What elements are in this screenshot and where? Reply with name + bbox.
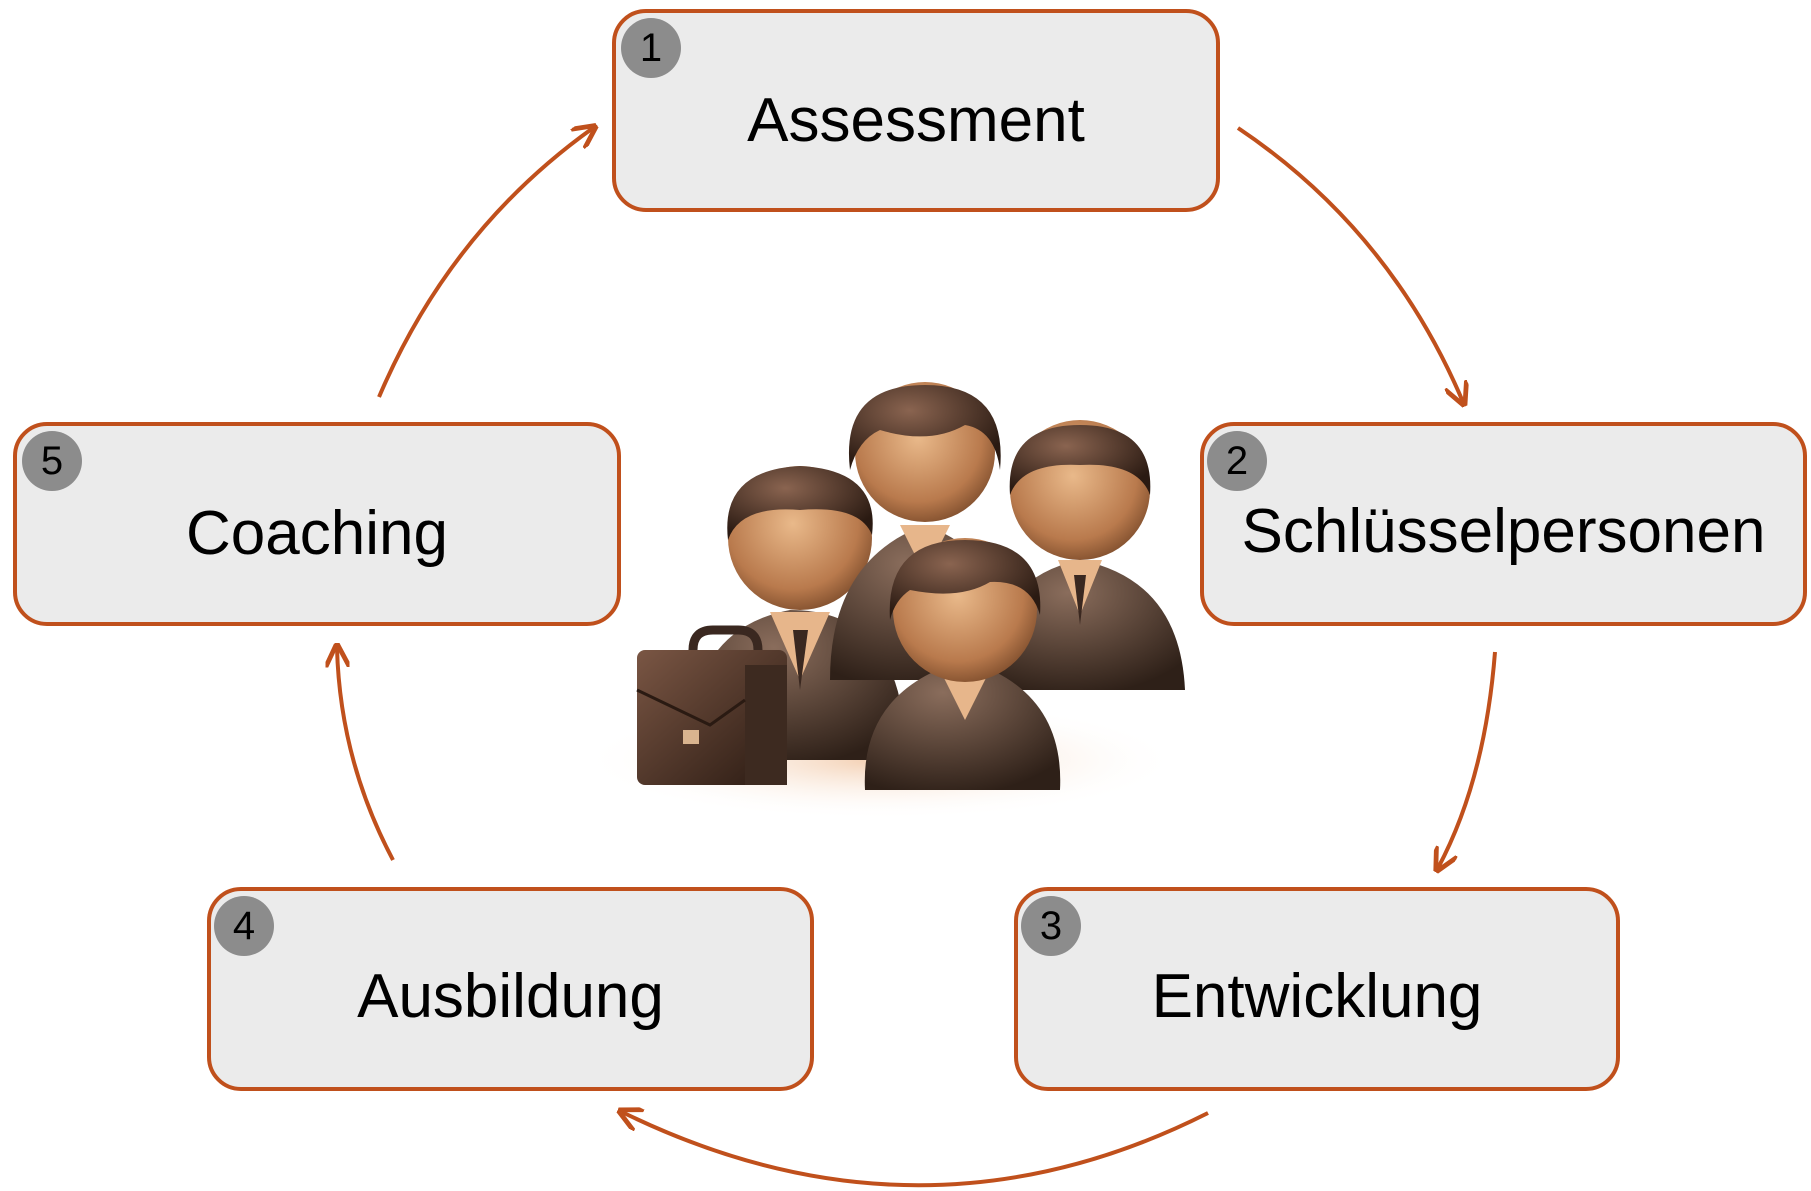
arrow-5-to-1	[377, 128, 593, 398]
step-box-ausbildung: 4 Ausbildung	[207, 887, 814, 1091]
step-box-assessment: 1 Assessment	[612, 9, 1220, 212]
step-number-badge: 4	[214, 896, 274, 956]
step-number-badge: 3	[1021, 896, 1081, 956]
step-number-badge: 1	[621, 18, 681, 78]
arrow-3-to-4	[622, 1112, 1209, 1188]
step-number-badge: 2	[1207, 431, 1267, 491]
step-box-coaching: 5 Coaching	[13, 422, 621, 626]
step-label: Coaching	[186, 499, 448, 568]
step-label: Entwicklung	[1151, 962, 1483, 1031]
step-number-badge: 5	[22, 431, 82, 491]
step-label: Ausbildung	[357, 962, 664, 1031]
arrow-2-to-3	[1438, 651, 1497, 868]
briefcase-icon	[636, 625, 787, 785]
team-people-icon	[580, 382, 1185, 820]
step-label: Schlüsselpersonen	[1241, 497, 1766, 566]
arrow-1-to-2	[1236, 126, 1463, 402]
step-label: Assessment	[747, 86, 1085, 155]
step-box-schluesselpersonen: 2 Schlüsselpersonen	[1200, 422, 1807, 626]
arrow-4-to-5	[337, 648, 395, 861]
person-front	[864, 538, 1061, 790]
step-box-entwicklung: 3 Entwicklung	[1014, 887, 1620, 1091]
